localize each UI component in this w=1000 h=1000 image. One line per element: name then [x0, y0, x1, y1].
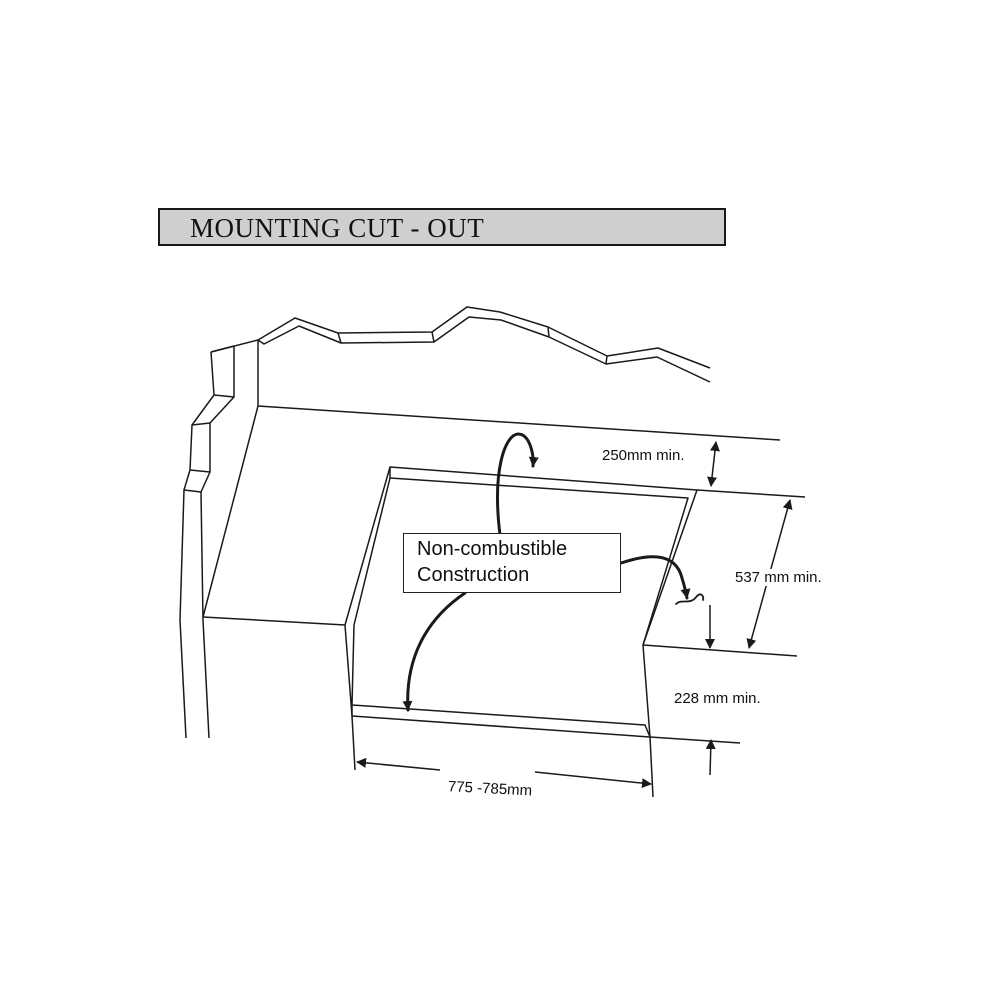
back-break-edge-top: [210, 306, 711, 369]
left-break-edge-inner: [200, 346, 235, 621]
callout-line-1: Non-combustible: [417, 538, 568, 560]
leader-to-back-surface: [496, 432, 539, 537]
left-break-edge-outer: [179, 351, 215, 621]
countertop-outline: [179, 306, 798, 739]
depth-label: 537 mm min.: [733, 569, 824, 586]
non-combustible-callout: Non-combustible Construction: [403, 533, 621, 593]
front-clearance-label: 228 mm min.: [672, 690, 763, 707]
leader-to-side-surface: [619, 555, 691, 600]
cutout-opening: [344, 466, 698, 738]
page-title: MOUNTING CUT - OUT: [190, 213, 485, 243]
dimension-lines: [351, 441, 806, 798]
callout-leaders: [402, 432, 705, 712]
arrow-775mm-right: [534, 771, 652, 789]
back-clearance-label: 250mm min.: [600, 447, 687, 464]
leader-to-front-surface: [402, 591, 467, 712]
leader-squiggle: [675, 593, 705, 605]
arrow-228mm-bottom: [705, 739, 716, 776]
arrow-775mm-left: [356, 757, 441, 771]
back-break-edge-bottom: [257, 316, 711, 383]
callout-line-2: Construction: [417, 564, 530, 586]
title-bar: MOUNTING CUT - OUT: [158, 208, 726, 246]
arrow-250mm: [707, 441, 720, 487]
